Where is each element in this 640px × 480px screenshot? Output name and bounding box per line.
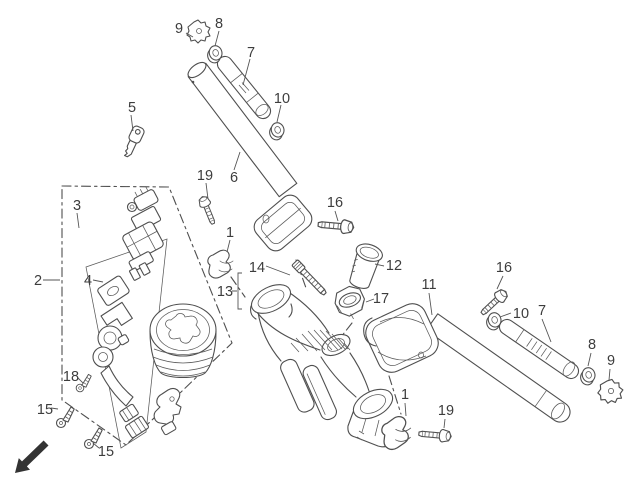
callout-label: 15 [98, 444, 114, 460]
callout-label: 16 [496, 260, 512, 276]
triple-clamp [250, 284, 397, 448]
ignition-key [124, 125, 145, 158]
callout-label: 1 [226, 225, 234, 241]
callout-leader-lines [43, 30, 611, 449]
ignition-switch-assembly [122, 186, 164, 281]
callout-label: 8 [588, 337, 596, 353]
callout-label: 15 [37, 402, 53, 418]
handlebar-tube-right [425, 313, 571, 423]
callout-label: 12 [386, 258, 402, 274]
callout-label: 13 [217, 284, 233, 300]
callout-label: 9 [607, 353, 615, 369]
lock-washer-clip-top [186, 19, 211, 44]
handlebar-right-bracket [363, 303, 439, 373]
grip-tube-right [498, 318, 580, 380]
clamp-bracket-small [153, 388, 182, 436]
callout-label: 14 [249, 260, 265, 276]
lock-washer-clip-right [595, 376, 625, 406]
callout-label: 19 [197, 168, 213, 184]
flange-bolt-16-left [316, 216, 355, 235]
bolt-19-upper [196, 194, 219, 227]
handlebar-left-bracket [253, 194, 313, 252]
washer-8-right [577, 365, 598, 387]
callout-label: 11 [421, 277, 436, 293]
steering-stem-nut-17 [334, 285, 365, 320]
callout-label: 2 [34, 273, 42, 289]
screw-15-left [55, 406, 75, 429]
callout-label: 10 [274, 91, 290, 107]
callout-label: 6 [230, 170, 238, 186]
callout-label: 18 [63, 369, 79, 385]
lock-cylinder-assembly [92, 275, 149, 439]
callout-label: 19 [438, 403, 454, 419]
callout-label: 7 [247, 45, 255, 61]
clamp-half-upper [207, 249, 234, 279]
nut-top [266, 120, 287, 142]
callout-label: 5 [128, 100, 136, 116]
callout-label: 7 [538, 303, 546, 319]
callout-label: 3 [73, 198, 81, 214]
callout-13-bracket [237, 272, 242, 310]
callout-label: 4 [84, 273, 92, 289]
cylinder-cap-12 [349, 243, 383, 289]
assembly-axis-lines [230, 259, 402, 415]
switch-housing-cap [149, 303, 217, 379]
callout-label: 1 [401, 387, 409, 403]
callout-label: 17 [373, 291, 389, 307]
callout-label: 10 [513, 306, 529, 322]
stud-bolt-14 [291, 259, 327, 296]
callout-label: 8 [215, 16, 223, 32]
direction-arrow [15, 440, 49, 473]
callout-label: 16 [327, 195, 343, 211]
bolt-19-lower [417, 426, 453, 444]
callout-label: 9 [175, 21, 183, 37]
clamp-half-lower [380, 415, 414, 451]
handlebar-tube-left [187, 61, 298, 198]
